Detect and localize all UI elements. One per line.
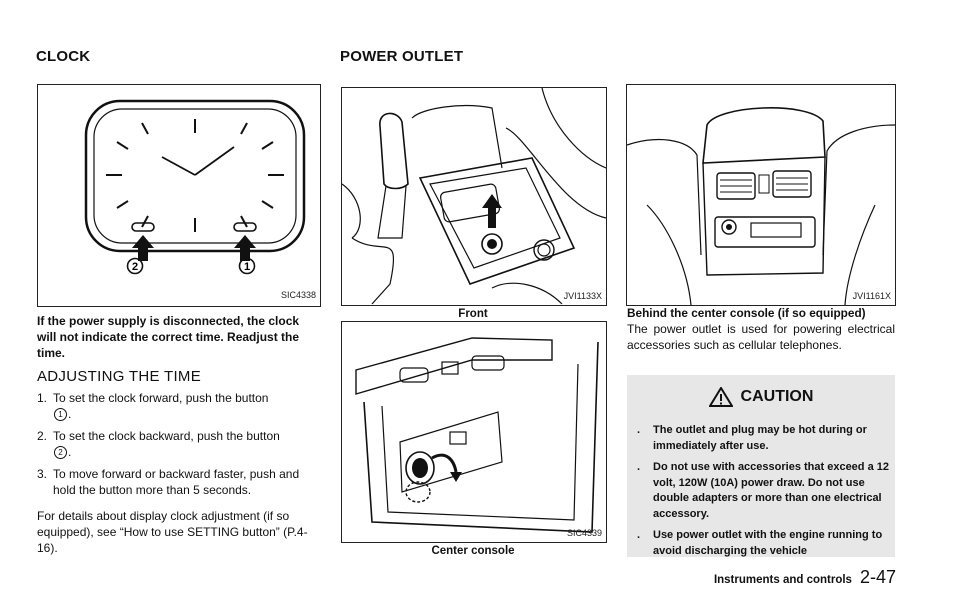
step-text: To set the clock backward, push the butt… <box>53 429 280 443</box>
caution-title: CAUTION <box>740 388 814 405</box>
front-console-illustration <box>342 88 606 305</box>
center-console-illustration <box>355 337 599 533</box>
clock-figure-id: SIC4338 <box>280 290 316 300</box>
step-number: 2. <box>37 429 48 443</box>
step-1: 1. To set the clock forward, push the but… <box>37 390 321 422</box>
bullet: . <box>637 424 641 436</box>
center-console-figure-id: SIC4339 <box>566 528 602 538</box>
ref-callout: 1 <box>54 408 67 421</box>
step-3: 3. To move forward or backward faster, pu… <box>37 466 321 498</box>
adjust-steps-list: 1. To set the clock forward, push the but… <box>37 390 321 498</box>
callout-1-label: 1 <box>244 261 250 273</box>
caution-item: . Do not use with accessories that excee… <box>637 460 889 522</box>
caution-item-text: Use power outlet with the engine running… <box>653 529 883 557</box>
rear-outlet-figure: JVI1161X <box>626 84 896 306</box>
step-number: 1. <box>37 391 48 405</box>
step-text: To set the clock forward, push the butto… <box>53 391 269 405</box>
bullet: . <box>637 529 641 541</box>
clock-figure: 2 1 SIC4338 <box>37 84 321 307</box>
callout-2-label: 2 <box>132 261 138 273</box>
warning-triangle-icon <box>708 387 733 407</box>
rear-console-illustration <box>627 107 895 305</box>
step-number: 3. <box>37 467 48 481</box>
caution-list: . The outlet and plug may be hot during … <box>637 423 889 559</box>
clock-details: For details about display clock adjustme… <box>37 509 308 555</box>
footer-section: Instruments and controls <box>713 574 852 586</box>
caution-box: CAUTION . The outlet and plug may be hot… <box>627 375 895 557</box>
step-punct: . <box>68 407 72 421</box>
clock-illustration: 2 1 <box>84 99 306 275</box>
page-number: 2-47 <box>859 567 896 587</box>
caution-item-text: The outlet and plug may be hot during or… <box>653 424 867 452</box>
center-console-figure: SIC4339 <box>341 321 607 543</box>
step-2: 2. To set the clock backward, push the bu… <box>37 428 321 460</box>
clock-intro: If the power supply is disconnected, the… <box>37 314 300 360</box>
clock-heading: CLOCK <box>36 48 91 65</box>
center-console-caption: Center console <box>431 545 515 557</box>
caution-item-text: Do not use with accessories that exceed … <box>653 461 889 520</box>
caution-header: CAUTION <box>627 387 895 407</box>
front-outlet-figure: JVI1133X <box>341 87 607 306</box>
step-punct: . <box>68 445 72 459</box>
page-footer: Instruments and controls 2-47 <box>700 567 896 588</box>
front-caption: Front <box>458 308 488 320</box>
caution-item: . Use power outlet with the engine runni… <box>637 528 889 559</box>
rear-figure-id: JVI1161X <box>852 291 891 301</box>
step-text: To move forward or backward faster, push… <box>53 467 300 497</box>
front-figure-id: JVI1133X <box>563 291 602 301</box>
adjusting-time-heading: ADJUSTING THE TIME <box>37 368 202 385</box>
power-outlet-heading: POWER OUTLET <box>340 48 464 65</box>
ref-callout: 2 <box>54 446 67 459</box>
caution-item: . The outlet and plug may be hot during … <box>637 423 889 454</box>
rear-outlet-body: The power outlet is used for powering el… <box>627 322 895 352</box>
rear-outlet-title: Behind the center console (if so equippe… <box>627 306 866 320</box>
bullet: . <box>637 461 641 473</box>
